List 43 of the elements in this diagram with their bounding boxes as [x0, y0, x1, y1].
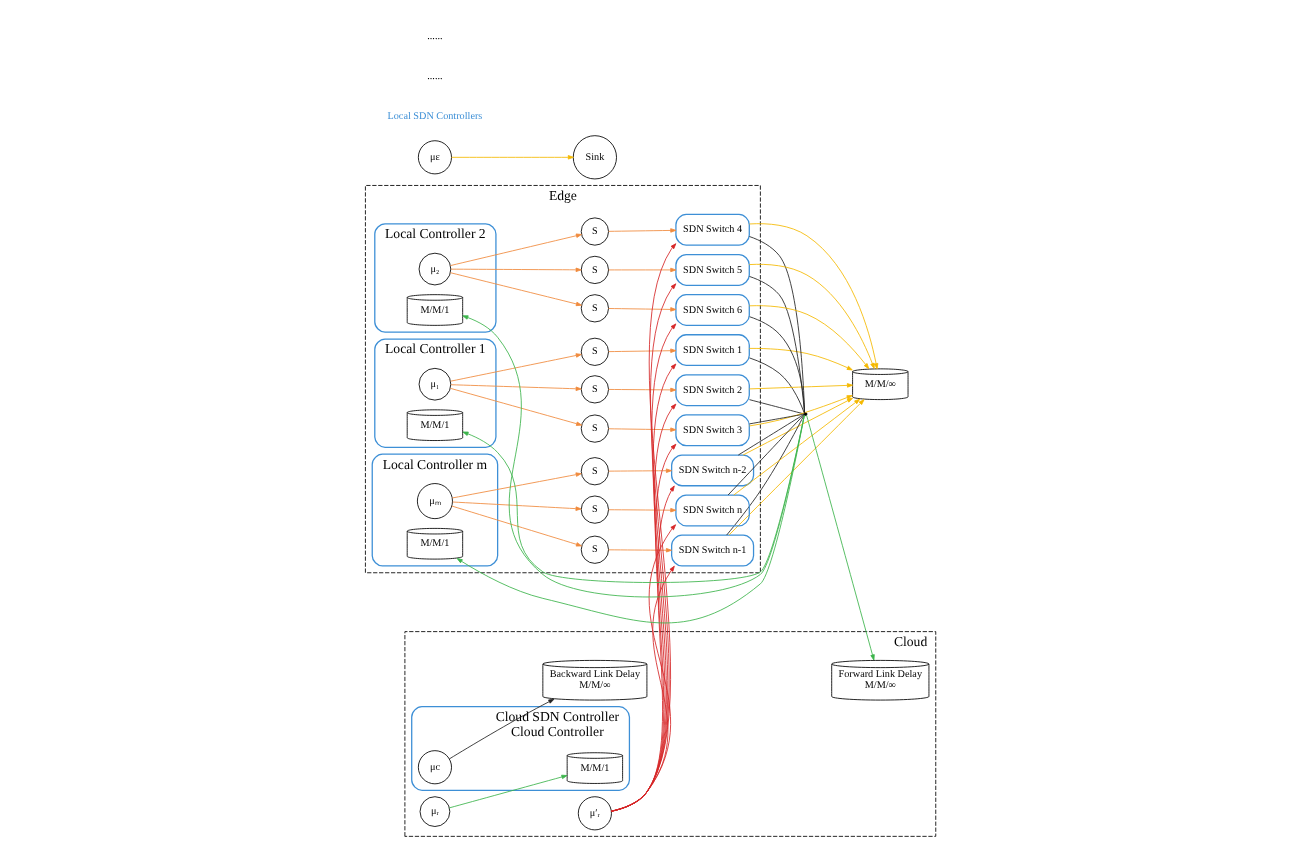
- arrow: [448, 698, 554, 760]
- arrow: [448, 272, 581, 307]
- arrow: [732, 398, 860, 496]
- arrow: [461, 315, 804, 598]
- arrow: [747, 347, 852, 371]
- arrow: [607, 348, 676, 353]
- arrow: [727, 399, 864, 536]
- arrow: [447, 774, 567, 809]
- arrow: [451, 501, 581, 511]
- arrow: [607, 307, 676, 312]
- connector: [747, 236, 804, 414]
- arrow: [607, 427, 676, 432]
- arrow: [448, 233, 581, 267]
- connector: [748, 357, 804, 414]
- arrow: [741, 397, 852, 456]
- arrow: [748, 383, 852, 390]
- arrow: [449, 353, 581, 382]
- arrow: [455, 415, 804, 624]
- arrow: [748, 395, 852, 427]
- connector: [726, 414, 804, 496]
- arrow: [607, 468, 671, 473]
- connector: [748, 316, 804, 414]
- arrow: [607, 267, 676, 273]
- arrow: [449, 267, 581, 273]
- arrow: [450, 505, 581, 547]
- arrow: [450, 155, 573, 160]
- arrow: [748, 223, 878, 370]
- arrow: [607, 387, 676, 393]
- connector: [725, 414, 804, 536]
- arrow: [448, 387, 582, 426]
- connector: [748, 276, 804, 414]
- arrow: [607, 507, 676, 513]
- arrow: [461, 414, 804, 583]
- arrow: [451, 472, 581, 499]
- connector: [748, 413, 804, 425]
- connector: [736, 414, 804, 456]
- arrow: [607, 228, 676, 233]
- arrow: [607, 548, 671, 553]
- arrow: [747, 263, 874, 369]
- arrow: [449, 384, 581, 391]
- arrow: [748, 305, 869, 370]
- arrow: [805, 414, 874, 661]
- connector: [748, 399, 804, 415]
